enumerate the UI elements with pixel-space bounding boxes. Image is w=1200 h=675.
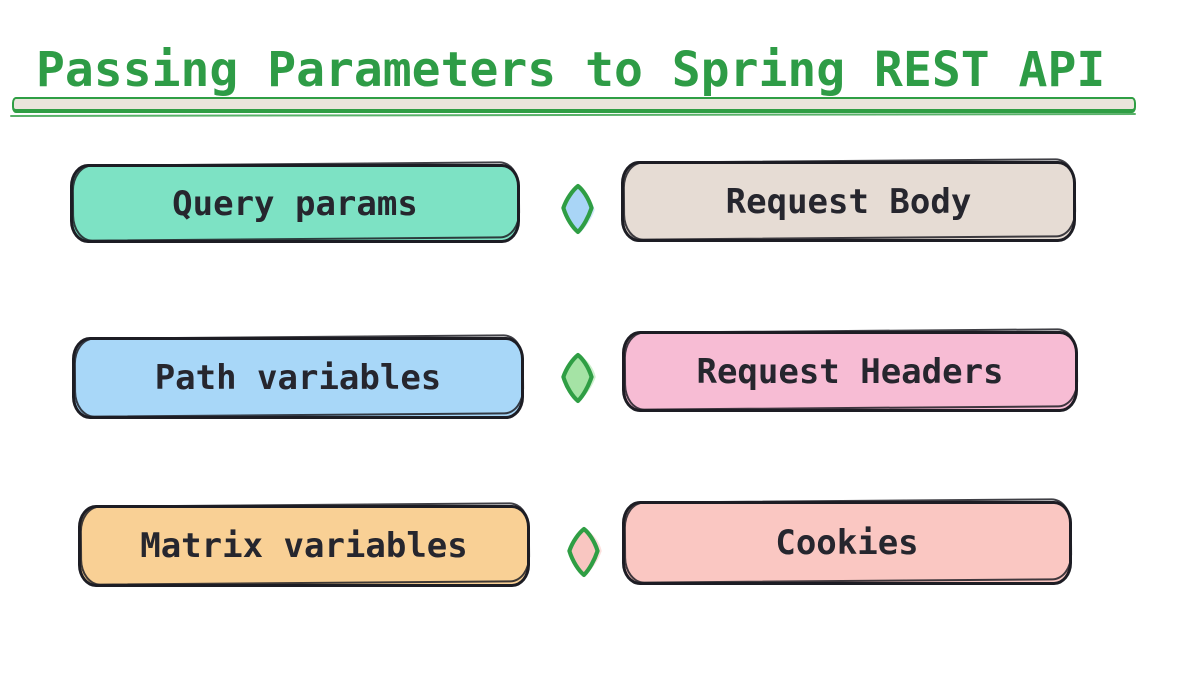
diamond-icon xyxy=(554,181,602,237)
query-params-box: Query params xyxy=(70,164,520,243)
request-body-box: Request Body xyxy=(621,161,1076,242)
diamond-icon xyxy=(554,350,602,406)
page-title: Passing Parameters to Spring REST API xyxy=(36,42,1106,98)
diamond-icon xyxy=(560,524,608,580)
request-headers-box: Request Headers xyxy=(622,331,1078,412)
cookies-box: Cookies xyxy=(622,501,1072,585)
matrix-variables-box: Matrix variables xyxy=(78,505,530,587)
title-underline xyxy=(12,97,1136,113)
path-variables-box: Path variables xyxy=(72,337,524,419)
